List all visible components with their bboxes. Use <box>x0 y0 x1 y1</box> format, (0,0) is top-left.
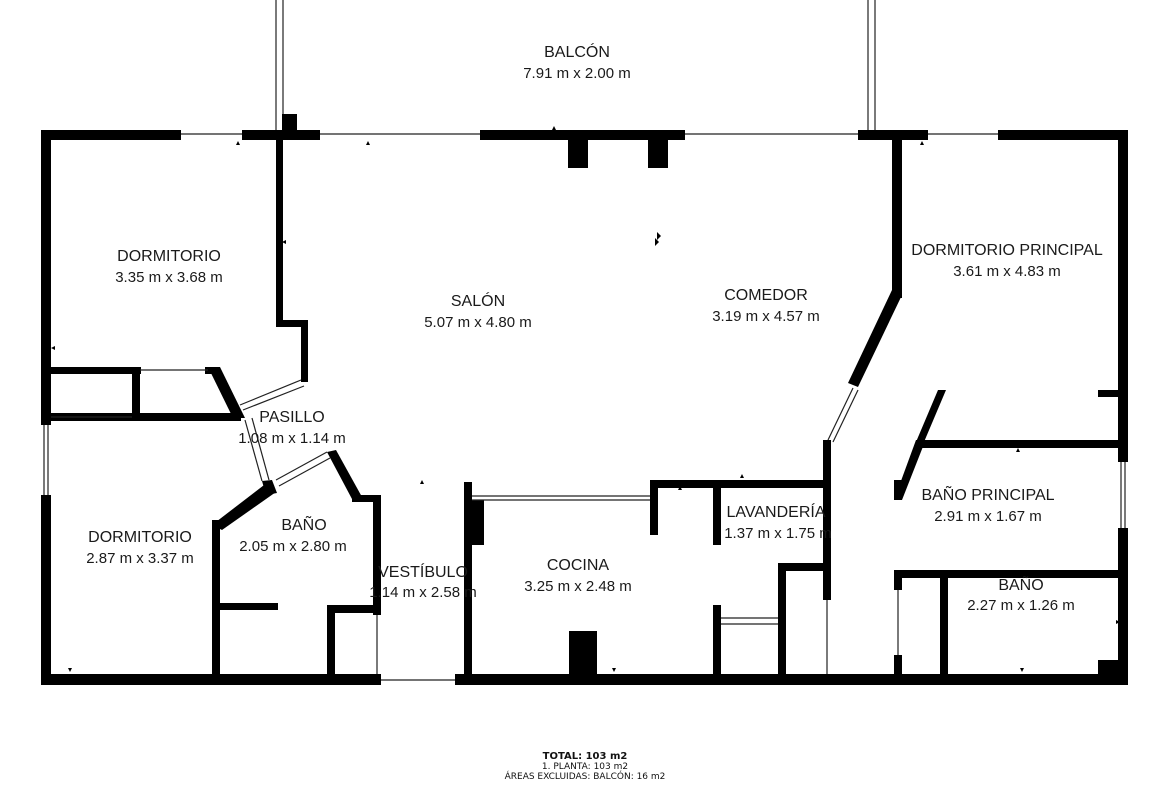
svg-text:3.61 m x 4.83 m: 3.61 m x 4.83 m <box>953 263 1061 280</box>
room-label-living: SALÓN 5.07 m x 4.80 m <box>424 291 532 331</box>
svg-text:1.37 m x 1.75 m: 1.37 m x 1.75 m <box>724 525 832 542</box>
excluded-areas: ÁREAS EXCLUIDAS: BALCÓN: 16 m2 <box>504 772 666 782</box>
balcony-railing <box>275 0 876 130</box>
svg-text:DORMITORIO PRINCIPAL: DORMITORIO PRINCIPAL <box>911 242 1103 259</box>
svg-text:7.91 m x 2.00 m: 7.91 m x 2.00 m <box>523 65 631 82</box>
windows <box>41 133 1128 681</box>
interior-walls <box>41 138 1118 677</box>
total-area: TOTAL: 103 m2 <box>542 751 628 762</box>
svg-text:COCINA: COCINA <box>547 557 610 574</box>
svg-text:BALCÓN: BALCÓN <box>544 42 610 61</box>
svg-text:3.19 m x 4.57 m: 3.19 m x 4.57 m <box>712 308 820 325</box>
room-label-master-bedroom: DORMITORIO PRINCIPAL 3.61 m x 4.83 m <box>911 242 1103 280</box>
svg-text:1.08 m x 1.14 m: 1.08 m x 1.14 m <box>238 430 346 447</box>
svg-text:BAÑO PRINCIPAL: BAÑO PRINCIPAL <box>921 484 1054 504</box>
svg-text:COMEDOR: COMEDOR <box>724 287 808 304</box>
svg-text:1.14 m x 2.58 m: 1.14 m x 2.58 m <box>369 584 477 601</box>
svg-text:SALÓN: SALÓN <box>451 291 505 310</box>
svg-text:5.07 m x 4.80 m: 5.07 m x 4.80 m <box>424 314 532 331</box>
svg-text:BAÑO: BAÑO <box>998 574 1043 594</box>
room-label-master-bath: BAÑO PRINCIPAL 2.91 m x 1.67 m <box>921 484 1054 525</box>
room-label-bedroom1: DORMITORIO 3.35 m x 3.68 m <box>115 248 223 286</box>
svg-text:3.25 m x 2.48 m: 3.25 m x 2.48 m <box>524 578 632 595</box>
room-label-bathroom1: BAÑO 2.05 m x 2.80 m <box>239 514 347 555</box>
room-label-bedroom2: DORMITORIO 2.87 m x 3.37 m <box>86 529 194 567</box>
hallway-doors <box>239 379 331 487</box>
svg-text:2.91 m x 1.67 m: 2.91 m x 1.67 m <box>934 508 1042 525</box>
floor-area: 1. PLANTA: 103 m2 <box>541 762 629 772</box>
svg-text:3.35 m x 3.68 m: 3.35 m x 3.68 m <box>115 269 223 286</box>
svg-text:2.05 m x 2.80 m: 2.05 m x 2.80 m <box>239 538 347 555</box>
exterior-walls <box>41 114 1128 685</box>
svg-text:DORMITORIO: DORMITORIO <box>117 248 221 265</box>
room-label-bathroom2: BAÑO 2.27 m x 1.26 m <box>967 574 1075 614</box>
room-label-laundry: LAVANDERÍA 1.37 m x 1.75 m <box>724 502 832 542</box>
svg-text:DORMITORIO: DORMITORIO <box>88 529 192 546</box>
area-summary: TOTAL: 103 m2 1. PLANTA: 103 m2 ÁREAS EX… <box>0 751 1170 783</box>
svg-text:2.87 m x 3.37 m: 2.87 m x 3.37 m <box>86 550 194 567</box>
svg-text:LAVANDERÍA: LAVANDERÍA <box>727 502 826 521</box>
svg-text:2.27 m x 1.26 m: 2.27 m x 1.26 m <box>967 597 1075 614</box>
room-label-balcony: BALCÓN 7.91 m x 2.00 m <box>523 42 631 82</box>
svg-text:VESTÍBULO: VESTÍBULO <box>378 562 468 581</box>
room-label-hallway: PASILLO 1.08 m x 1.14 m <box>238 409 346 447</box>
room-label-kitchen: COCINA 3.25 m x 2.48 m <box>524 557 632 595</box>
svg-text:PASILLO: PASILLO <box>259 409 325 426</box>
svg-text:BAÑO: BAÑO <box>281 514 326 534</box>
door-markers <box>51 126 1120 672</box>
room-label-foyer: VESTÍBULO 1.14 m x 2.58 m <box>369 562 477 601</box>
room-label-dining: COMEDOR 3.19 m x 4.57 m <box>712 287 820 325</box>
